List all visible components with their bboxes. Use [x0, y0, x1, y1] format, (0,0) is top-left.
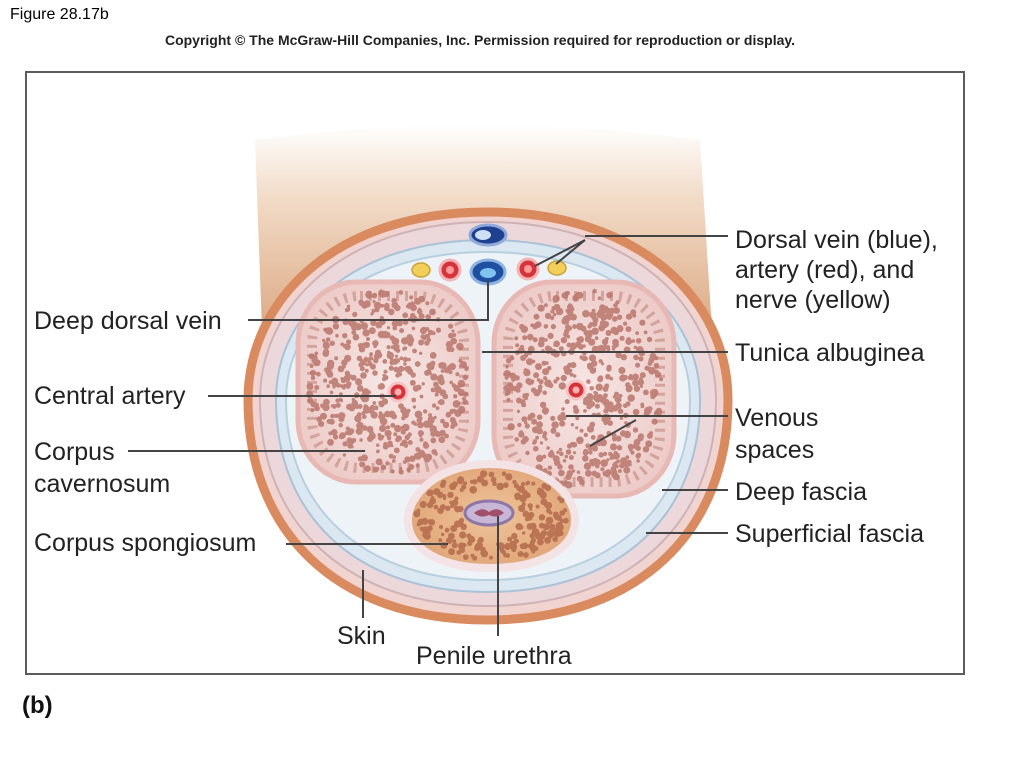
label-skin: Skin [337, 622, 386, 650]
label-deep-fascia: Deep fascia [735, 478, 867, 506]
label-nerve: nerve (yellow) [735, 286, 891, 314]
label-spaces: spaces [735, 436, 814, 464]
label-corpus: Corpus [34, 438, 115, 466]
label-tunica-albuginea: Tunica albuginea [735, 339, 925, 367]
label-cavernosum: cavernosum [34, 470, 170, 498]
label-corpus-spongiosum: Corpus spongiosum [34, 529, 256, 557]
label-central-artery: Central artery [34, 382, 186, 410]
label-artery: artery (red), and [735, 256, 914, 284]
label-deep-dorsal-vein: Deep dorsal vein [34, 307, 222, 335]
venous-spaces-right [503, 288, 664, 489]
copyright-notice: Copyright © The McGraw-Hill Companies, I… [164, 32, 796, 48]
label-venous: Venous [735, 404, 818, 432]
figure-title: Figure 28.17b [10, 6, 109, 23]
label-penile-urethra: Penile urethra [416, 642, 572, 670]
venous-spaces-left [306, 289, 469, 475]
leader-lines [128, 235, 728, 636]
nerve-right-icon [547, 260, 567, 276]
spongiosum-spaces [413, 470, 569, 561]
label-superficial-fascia: Superficial fascia [735, 520, 924, 548]
nerve-left-icon [411, 262, 431, 278]
panel-letter: (b) [22, 692, 53, 719]
label-dorsal-vein: Dorsal vein (blue), [735, 226, 938, 254]
